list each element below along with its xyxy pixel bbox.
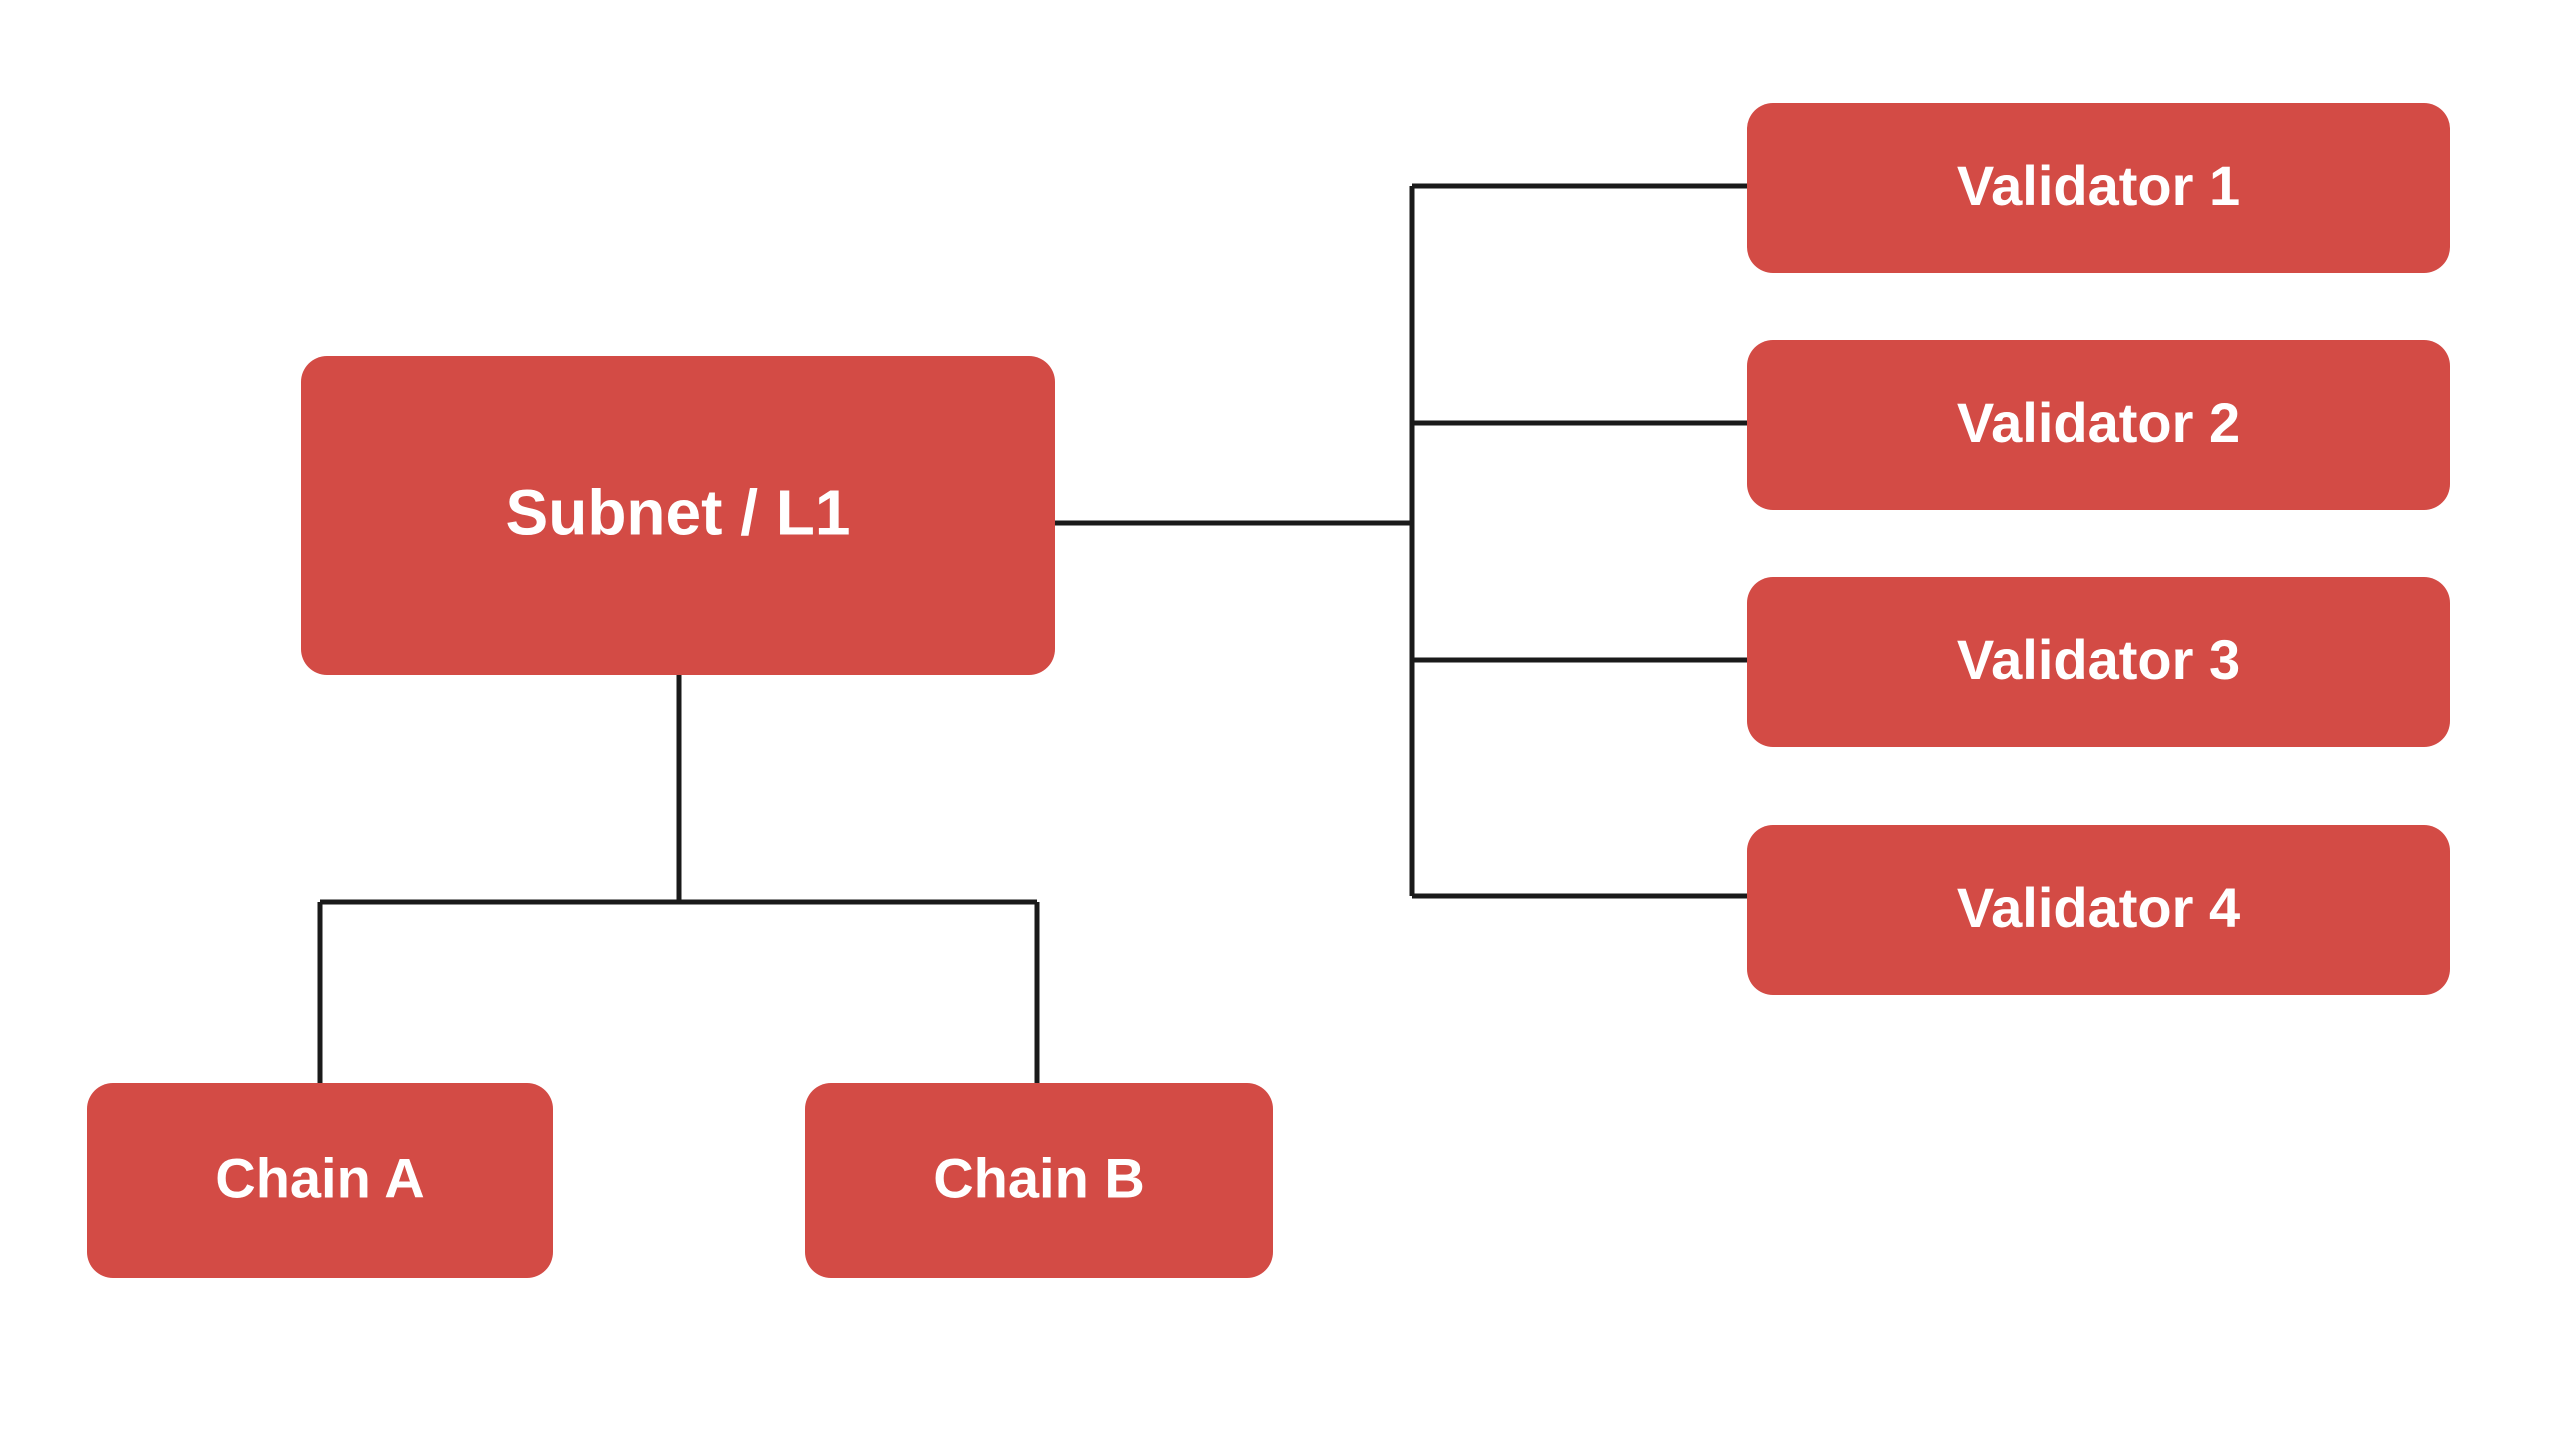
node-subnet-l1[interactable]: Subnet / L1 [301,356,1055,675]
connector-layer [317,183,1750,1083]
node-validator-2-shape [1747,340,2450,510]
node-validator-1-shape [1747,103,2450,273]
node-chain-1-label: Chain A [215,1146,424,1209]
node-validator-2[interactable]: Validator 2 [1747,340,2450,510]
node-validator-3[interactable]: Validator 3 [1747,577,2450,747]
node-chain-2-shape [805,1083,1273,1278]
node-chain-2-label: Chain B [933,1146,1145,1209]
node-subnet-l1-shape [301,356,1055,675]
node-chain-1-shape [87,1083,553,1278]
node-validator-1[interactable]: Validator 1 [1747,103,2450,273]
node-validator-4-label: Validator 4 [1957,876,2240,939]
node-chain-1[interactable]: Chain A [87,1083,553,1278]
node-validator-4-shape [1747,825,2450,995]
node-layer: Subnet / L1 Validator 1 Validator 2 Validat… [87,103,2450,1278]
node-chain-2[interactable]: Chain B [805,1083,1273,1278]
node-validator-2-label: Validator 2 [1957,391,2240,454]
node-validator-4[interactable]: Validator 4 [1747,825,2450,995]
node-validator-3-label: Validator 3 [1957,628,2240,691]
node-subnet-l1-label: Subnet / L1 [506,476,851,548]
node-validator-1-label: Validator 1 [1957,154,2240,217]
node-validator-3-shape [1747,577,2450,747]
